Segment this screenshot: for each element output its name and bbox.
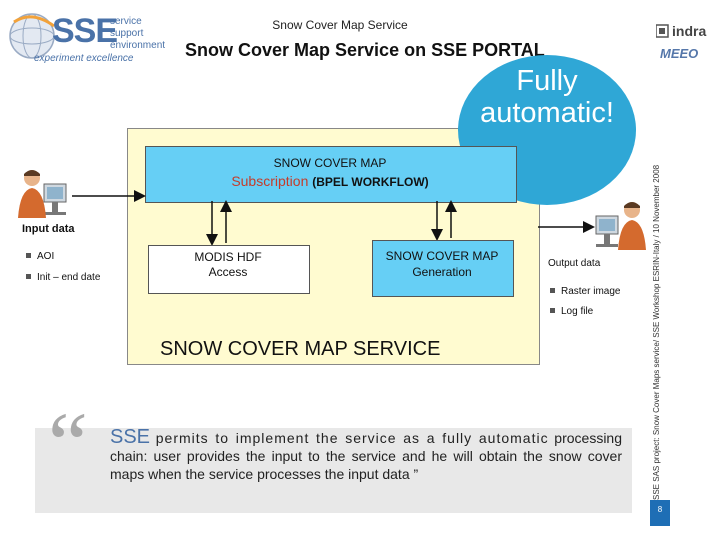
generation-box: [372, 240, 514, 297]
page-title: Snow Cover Map Service on SSE PORTAL: [185, 40, 545, 60]
indra-logo: indra: [655, 22, 716, 47]
logo-tagline: experiment excellence: [34, 53, 134, 64]
modis-box: [148, 245, 310, 294]
generation-line-1: SNOW COVER MAP: [385, 249, 499, 263]
page-number: 8: [650, 500, 670, 526]
quote-rest: processing chain: user provides the inpu…: [110, 430, 622, 482]
service-label: SNOW COVER MAP SERVICE: [160, 338, 441, 360]
meeo-logo: MEEO: [660, 46, 699, 61]
quote-first: permits to implement the service as a fu…: [155, 430, 549, 446]
modis-line-1: MODIS HDF: [194, 250, 262, 264]
logo-line-environment: environment: [110, 40, 166, 51]
logo-line-support: support: [110, 28, 144, 39]
input-item-label: AOI: [37, 251, 55, 262]
user-computer-icon: [18, 170, 67, 218]
input-item-label: Init – end date: [37, 272, 101, 283]
callout-line-1: Fully: [516, 65, 578, 97]
quote-text: SSE permits to implement the service as …: [110, 426, 622, 483]
output-item-label: Raster image: [561, 286, 621, 297]
generation-label: SNOW COVER MAP Generation: [372, 248, 512, 280]
subscription-suffix: (BPEL WORKFLOW): [312, 175, 429, 189]
output-user-icon: [595, 202, 646, 250]
quote-mark-icon: “: [48, 395, 88, 494]
logo-line-service: service: [110, 16, 142, 27]
subscription-title: SNOW COVER MAP: [273, 156, 387, 170]
quote-box: [35, 428, 632, 513]
indra-logo-icon: [655, 24, 669, 38]
output-item-label: Log file: [561, 306, 594, 317]
input-item-dates: Init – end date: [26, 272, 100, 283]
generation-line-2: Generation: [412, 265, 472, 279]
logo-wordmark: SSE: [52, 12, 118, 50]
subscription-subtitle: Subscription (BPEL WORKFLOW): [145, 173, 515, 189]
modis-line-2: Access: [208, 265, 248, 279]
globe-icon: [9, 13, 55, 59]
input-data-title: Input data: [22, 223, 75, 235]
bullet-icon: [26, 252, 31, 258]
output-data-title: Output data: [548, 258, 601, 269]
indra-wordmark: indra: [672, 23, 707, 39]
sse-logo: SSE service support environment experime…: [6, 8, 171, 66]
modis-label: MODIS HDF Access: [148, 250, 308, 280]
output-item-log: Log file: [550, 306, 593, 317]
subscription-highlight: Subscription: [231, 173, 309, 189]
callout-text: Fully automatic!: [458, 65, 636, 129]
callout-line-2: automatic!: [480, 97, 614, 129]
bullet-icon: [550, 307, 555, 313]
input-item-aoi: AOI: [26, 251, 54, 262]
slide-title: Snow Cover Map Service: [272, 18, 408, 32]
bullet-icon: [550, 287, 555, 293]
subscription-box: [145, 146, 517, 203]
quote-lead: SSE: [110, 426, 151, 448]
output-item-raster: Raster image: [550, 286, 620, 297]
bullet-icon: [26, 273, 31, 279]
